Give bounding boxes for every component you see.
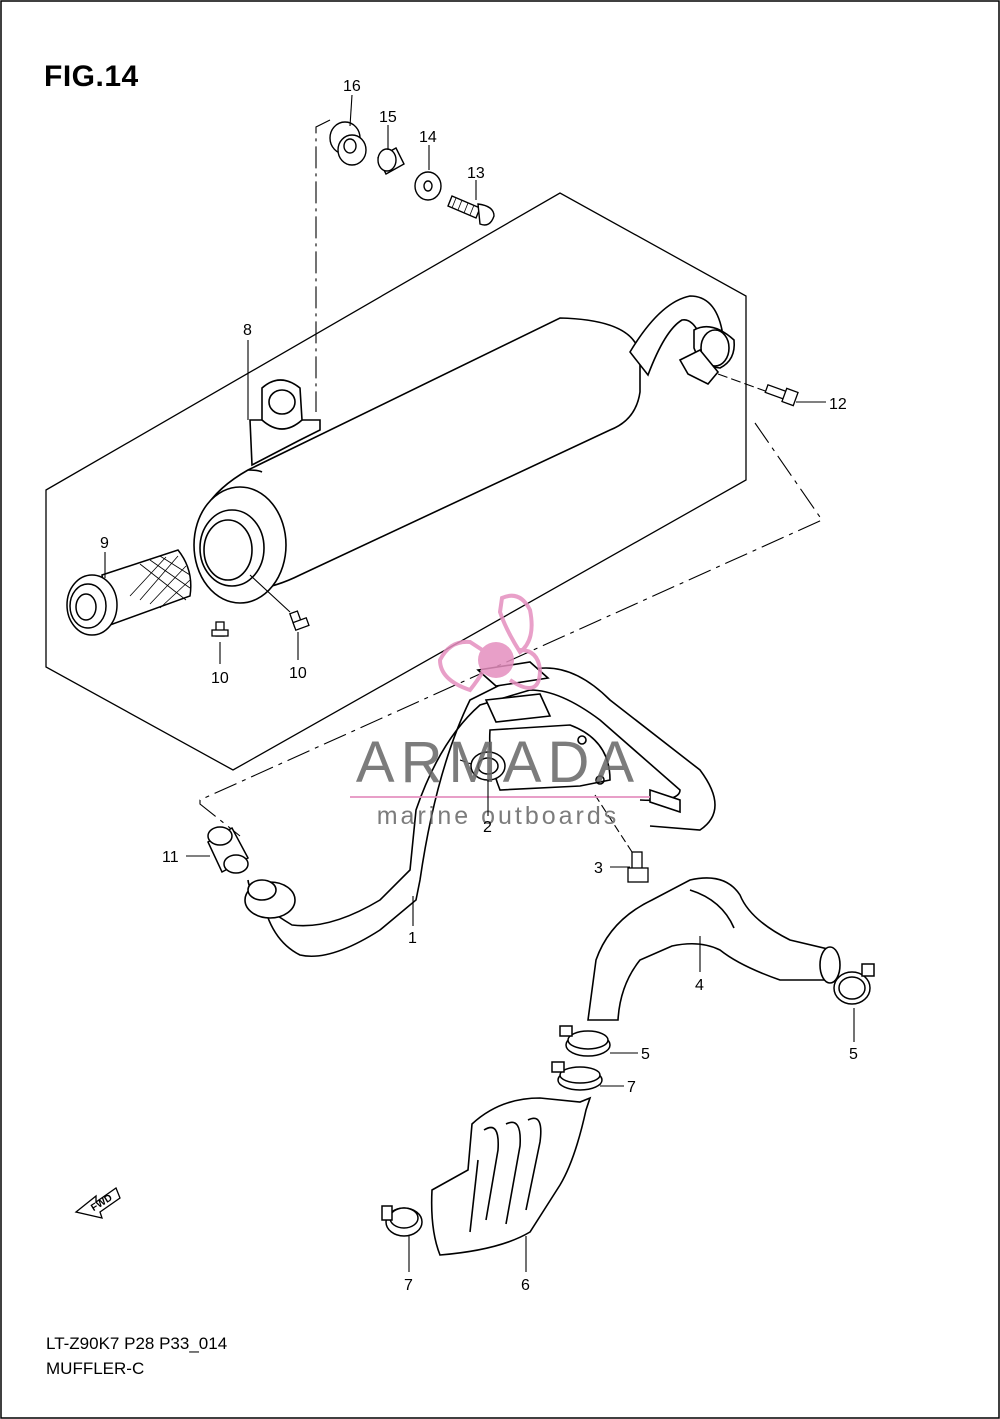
mount-grommet-16 (329, 121, 367, 166)
figure-name: MUFFLER-C (46, 1359, 145, 1378)
joint-sleeve-11 (207, 826, 250, 874)
callout-10-left: 10 (211, 670, 229, 687)
callout-4: 4 (695, 977, 704, 994)
mount-collar-15 (377, 147, 405, 175)
callout-2: 2 (483, 819, 492, 836)
screw-10-right (289, 610, 310, 631)
exhaust-pipe (244, 661, 716, 958)
callout-7-upper: 7 (627, 1079, 636, 1096)
clamp-7-upper (551, 1061, 603, 1091)
forward-direction-arrow: FWD (74, 1186, 121, 1219)
figure-title: FIG.14 (44, 60, 139, 93)
callout-15: 15 (379, 109, 397, 126)
heat-protector (430, 1096, 592, 1256)
muffler-assembly-box (45, 192, 747, 771)
callout-14: 14 (419, 129, 437, 146)
callout-5-right: 5 (849, 1046, 858, 1063)
callout-1: 1 (408, 930, 417, 947)
exhaust-pipe-rear (587, 877, 841, 1021)
muffler-body (193, 295, 736, 604)
callout-5-middle: 5 (641, 1046, 650, 1063)
callout-leaders (104, 94, 855, 1272)
watermark-brand: ARMADA (356, 730, 640, 795)
callout-9: 9 (100, 535, 109, 552)
figure-code: LT-Z90K7 P28 P33_014 (46, 1334, 228, 1353)
screw-10-left (211, 621, 229, 637)
armada-watermark: ARMADA marine outboards (350, 593, 650, 830)
clamp-7-lower (381, 1205, 423, 1237)
callout-10-right: 10 (289, 665, 307, 682)
callout-12: 12 (829, 396, 847, 413)
mount-washer-14 (414, 171, 442, 201)
clamp-5-upper (559, 1025, 611, 1057)
callout-11: 11 (162, 849, 179, 866)
clamp-5-right (833, 963, 875, 1005)
mount-bolt-13 (447, 195, 495, 226)
callout-7-lower: 7 (404, 1277, 413, 1294)
gasket-2 (470, 751, 506, 781)
bolt-3 (627, 851, 649, 883)
callout-numbers: 16 15 14 13 8 9 10 10 12 11 1 2 3 4 5 5 … (100, 78, 858, 1294)
callout-3: 3 (594, 860, 603, 877)
watermark-tagline: marine outboards (377, 802, 620, 830)
bolt-12 (764, 383, 799, 407)
callout-8: 8 (243, 322, 252, 339)
spark-arrester (66, 549, 192, 636)
callout-16: 16 (343, 78, 361, 95)
callout-13: 13 (467, 165, 485, 182)
callout-6: 6 (521, 1277, 530, 1294)
